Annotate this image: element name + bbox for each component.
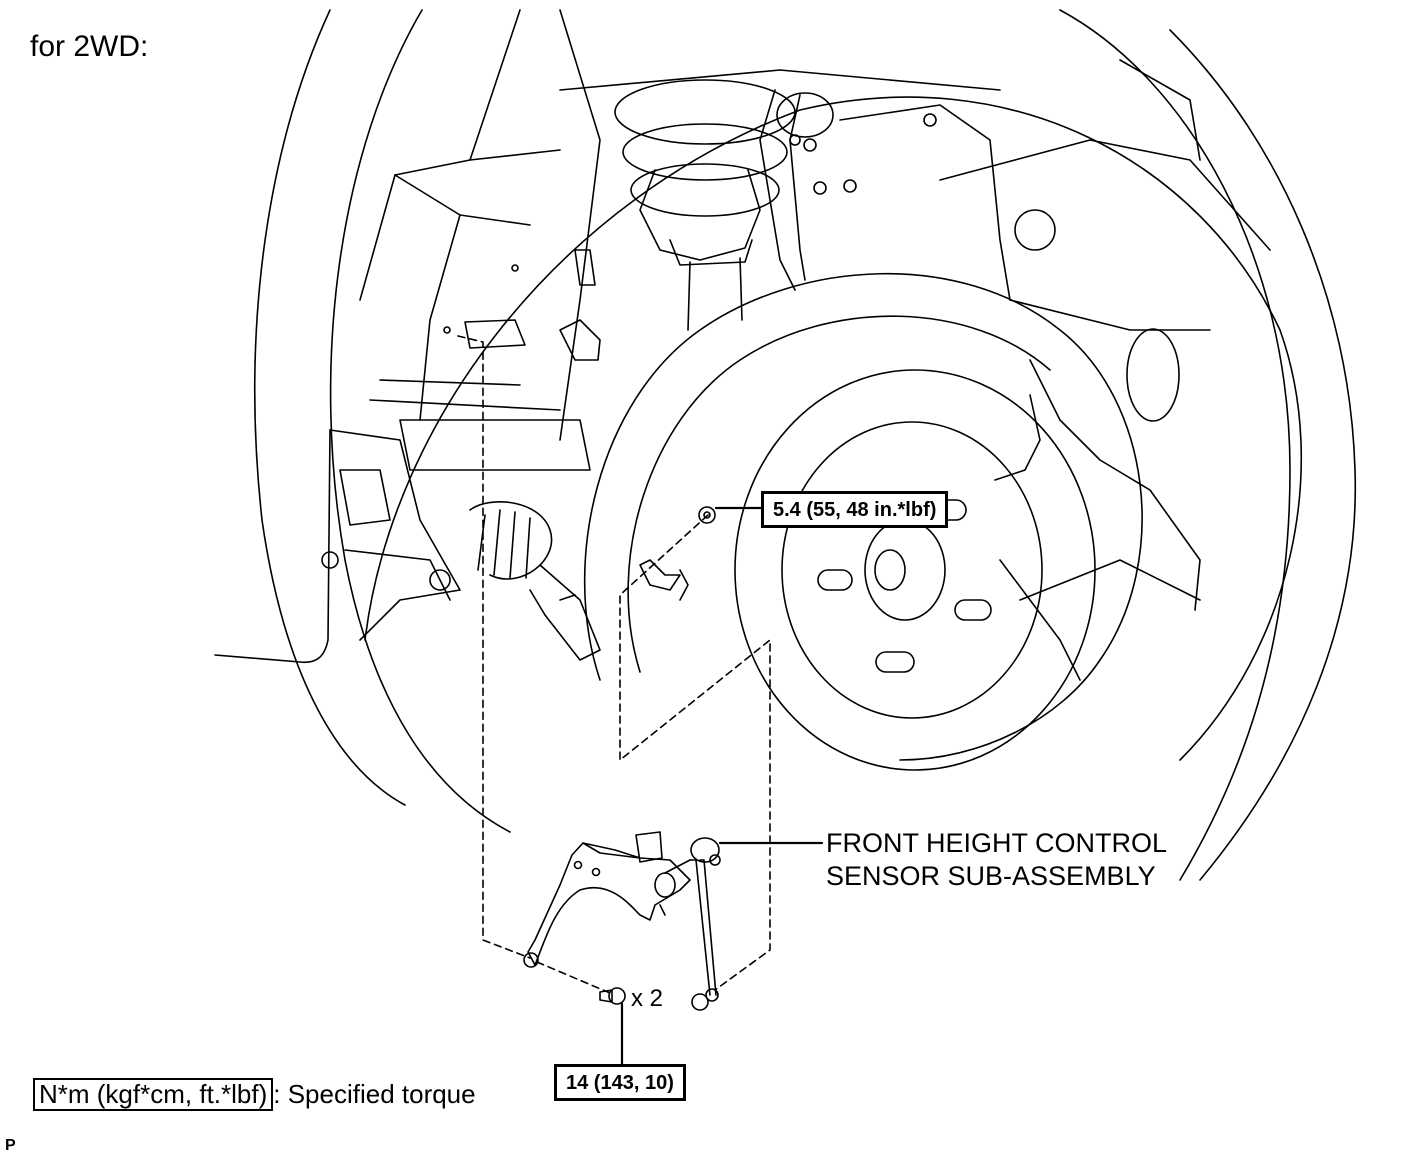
body-bracket [559, 249, 689, 601]
part-callout-line-2: SENSOR SUB-ASSEMBLY [826, 861, 1156, 891]
height-sensor-part [523, 831, 721, 1011]
part-callout-line-1: FRONT HEIGHT CONTROL [826, 828, 1168, 858]
lower-bolt-torque-label: 14 (143, 10) [554, 1064, 686, 1101]
inner-fender-panels [359, 9, 1271, 681]
bolt-quantity: x 2 [631, 985, 664, 1012]
corner-mark: P [5, 1137, 16, 1154]
legend-unit-box: N*m (kgf*cm, ft.*lbf) [33, 1078, 274, 1111]
upper-nut-torque-label: 5.4 (55, 48 in.*lbf) [761, 491, 949, 528]
nut-icon [698, 506, 716, 524]
dashed-leaders [457, 335, 771, 994]
strut-assembly [614, 79, 937, 331]
solid-leaders [620, 506, 824, 1066]
wheel-well-arches [214, 9, 1357, 881]
fasteners [599, 506, 716, 1005]
torque-legend: N*m (kgf*cm, ft.*lbf): Specified torque [33, 1078, 476, 1111]
drive-shaft [321, 379, 601, 661]
drivetrain-heading: for 2WD: [30, 30, 149, 63]
brake-rotor [583, 272, 1143, 771]
legend-description: : Specified torque [273, 1079, 476, 1109]
